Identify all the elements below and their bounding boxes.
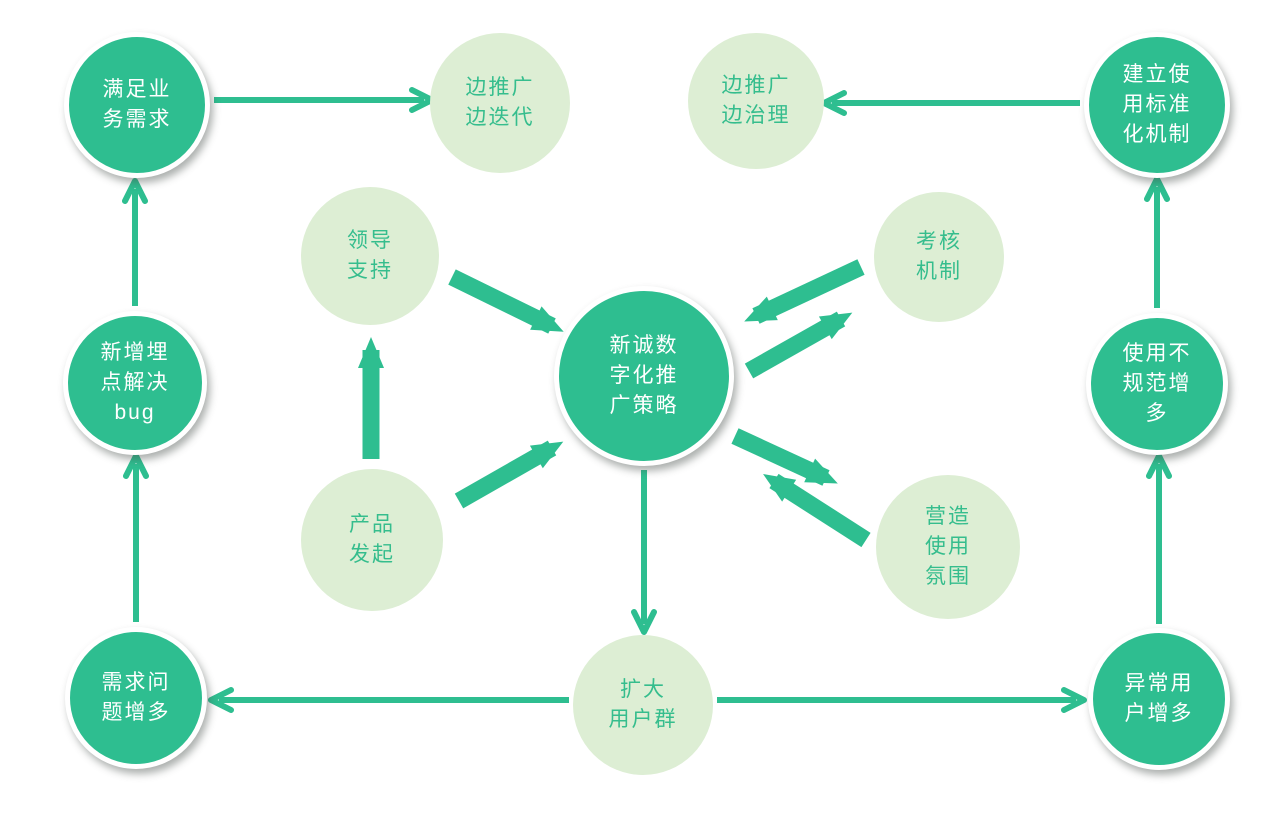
node-irregular-usage: 使用不 规范增 多 bbox=[1086, 313, 1228, 455]
node-usage-atmosphere: 营造 使用 氛围 bbox=[876, 475, 1020, 619]
node-assessment-mechanism: 考核 机制 bbox=[874, 192, 1004, 322]
edge-usage-atmosphere-to-core-strategy bbox=[763, 473, 871, 548]
node-standardization: 建立使 用标准 化机制 bbox=[1084, 32, 1230, 178]
node-meet-business-needs: 满足业 务需求 bbox=[64, 32, 210, 178]
node-govern-promote: 边推广 边治理 bbox=[688, 33, 824, 169]
edge-product-initiation-to-core-strategy bbox=[454, 440, 564, 509]
node-expand-user-base: 扩大 用户群 bbox=[573, 635, 713, 775]
edge-core-strategy-to-assessment-mechanism bbox=[744, 311, 853, 379]
node-iterate-promote: 边推广 边迭代 bbox=[430, 33, 570, 173]
node-leadership-support: 领导 支持 bbox=[301, 187, 439, 325]
edge-assessment-mechanism-to-core-strategy bbox=[744, 259, 865, 324]
node-product-initiation: 产品 发起 bbox=[301, 469, 443, 611]
edge-leadership-support-to-core-strategy bbox=[448, 269, 564, 334]
node-tracking-bugfix: 新增埋 点解决 bug bbox=[63, 311, 207, 455]
node-core-strategy: 新诚数 字化推 广策略 bbox=[554, 286, 734, 466]
edge-core-strategy-to-usage-atmosphere bbox=[731, 428, 838, 486]
node-demand-issues: 需求问 题增多 bbox=[65, 627, 207, 769]
node-abnormal-users: 异常用 户增多 bbox=[1088, 628, 1230, 770]
